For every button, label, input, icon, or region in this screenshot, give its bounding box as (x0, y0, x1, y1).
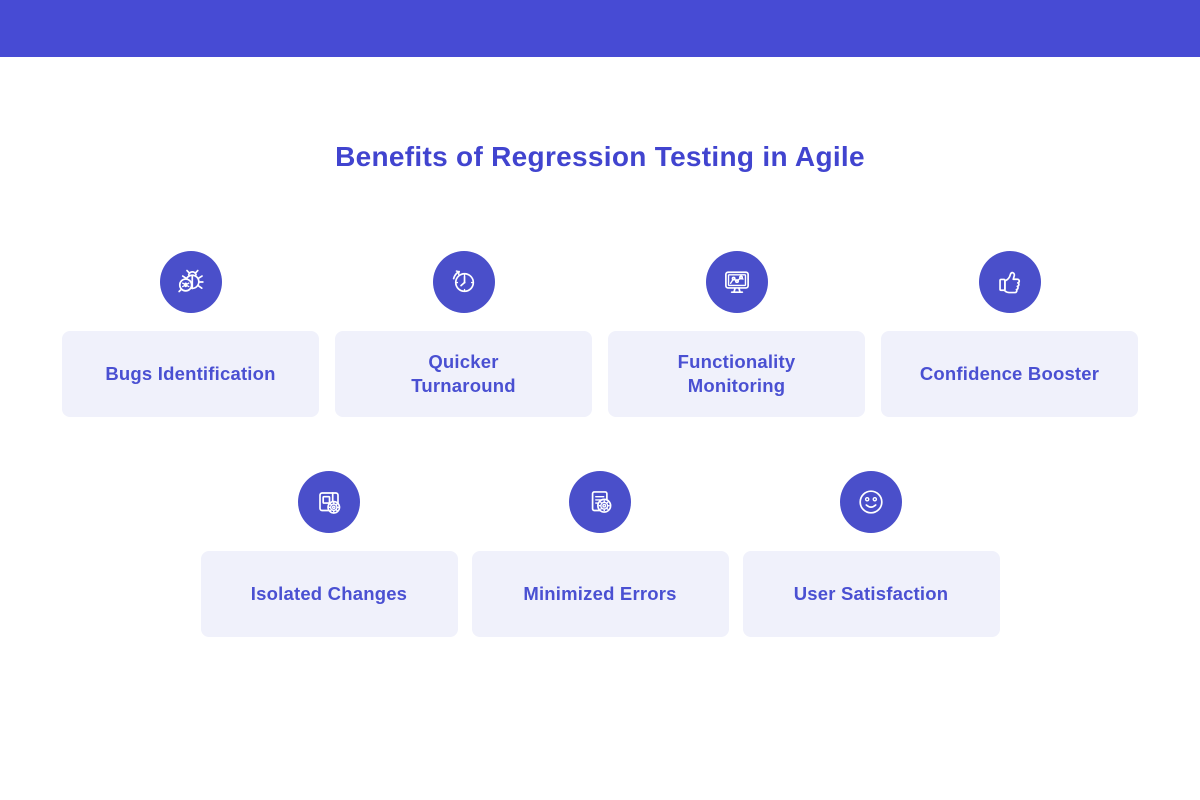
benefit-label: Bugs Identification (105, 363, 276, 385)
benefit-label: Isolated Changes (250, 583, 408, 605)
top-banner (0, 0, 1200, 57)
monitor-chart-icon (705, 251, 768, 314)
benefits-row-2: Isolated Changes Minimized Errors (0, 471, 1200, 638)
thumbs-up-icon (978, 251, 1041, 314)
benefit-quicker-turnaround: Quicker Turnaround (335, 251, 592, 418)
benefit-functionality-monitoring: Functionality Monitoring (608, 251, 865, 418)
benefit-confidence-booster: Confidence Booster (881, 251, 1138, 418)
benefit-user-satisfaction: User Satisfaction (742, 471, 1000, 638)
benefit-label: Minimized Errors (523, 583, 677, 605)
benefit-card: User Satisfaction (742, 551, 1000, 638)
benefit-card: Bugs Identification (62, 331, 319, 418)
benefit-label: User Satisfaction (793, 583, 949, 605)
benefit-card: Quicker Turnaround (335, 331, 592, 418)
page-title: Benefits of Regression Testing in Agile (335, 141, 865, 172)
benefit-label: Functionality Monitoring (677, 351, 796, 397)
benefit-minimized-errors: Minimized Errors (471, 471, 729, 638)
module-gear-icon (298, 471, 360, 534)
benefit-card: Minimized Errors (471, 551, 729, 638)
benefit-card: Functionality Monitoring (608, 331, 865, 418)
benefits-row-1: Bugs Identification Quicker Turnaround (0, 251, 1200, 418)
document-gear-icon (569, 471, 631, 534)
benefit-card: Isolated Changes (200, 551, 458, 638)
benefit-label: Confidence Booster (919, 363, 1100, 385)
benefit-isolated-changes: Isolated Changes (200, 471, 458, 638)
benefit-label: Quicker Turnaround (411, 351, 516, 397)
clock-arrow-icon (432, 251, 495, 314)
bug-magnifier-icon (159, 251, 222, 314)
smiley-face-icon (840, 471, 902, 534)
benefit-card: Confidence Booster (881, 331, 1138, 418)
benefit-bugs-identification: Bugs Identification (62, 251, 319, 418)
